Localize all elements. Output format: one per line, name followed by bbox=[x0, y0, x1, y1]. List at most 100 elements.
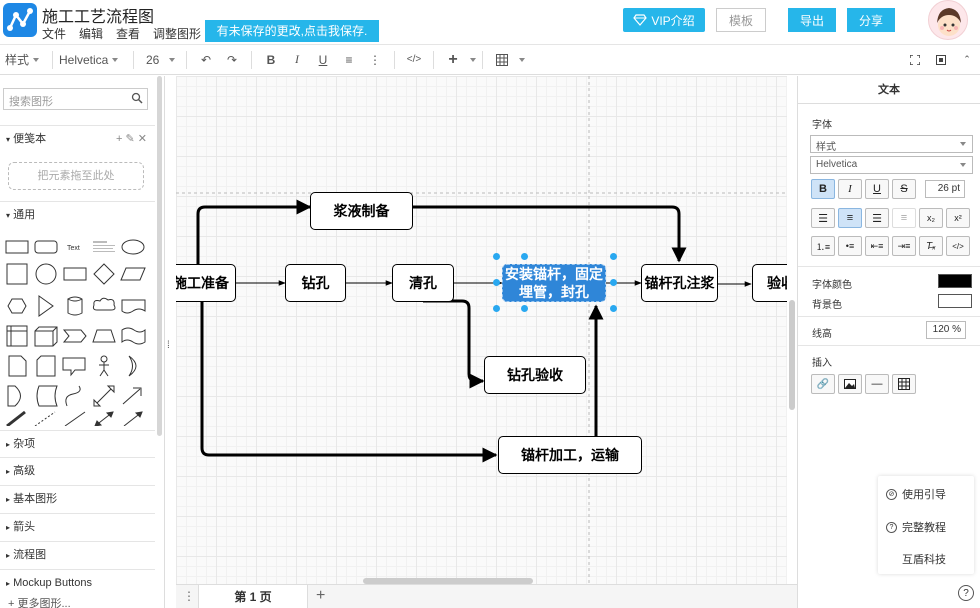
edit-icon[interactable]: ✎ bbox=[125, 133, 135, 145]
subscript-icon[interactable]: x₂ bbox=[919, 208, 943, 228]
insert-table-icon[interactable] bbox=[892, 374, 916, 394]
general-section-header[interactable]: ▾ 通用 bbox=[0, 201, 155, 227]
dashed-line-shape[interactable] bbox=[34, 411, 56, 426]
category-misc[interactable]: ▸ 杂项 bbox=[0, 430, 155, 456]
share-button[interactable]: 分享 bbox=[847, 8, 895, 32]
curve-shape[interactable] bbox=[65, 385, 81, 407]
menu-file[interactable]: 文件 bbox=[42, 27, 67, 41]
canvas-vertical-scrollbar[interactable] bbox=[789, 300, 795, 410]
document-title[interactable]: 施工工艺流程图 bbox=[42, 9, 155, 26]
code-icon[interactable]: </> bbox=[406, 54, 422, 65]
background-color-swatch[interactable] bbox=[938, 294, 972, 308]
step-shape[interactable] bbox=[62, 329, 87, 343]
resize-handle-w[interactable] bbox=[493, 279, 500, 286]
category-advanced[interactable]: ▸ 高级 bbox=[0, 457, 155, 483]
circle-shape[interactable] bbox=[35, 263, 57, 285]
category-basic-shapes[interactable]: ▸ 基本图形 bbox=[0, 485, 155, 511]
app-logo-icon[interactable] bbox=[3, 3, 37, 37]
triangle-shape[interactable] bbox=[38, 295, 54, 317]
html-code-icon[interactable]: </> bbox=[946, 236, 970, 256]
vip-button[interactable]: VIP介绍 bbox=[623, 8, 705, 32]
bullet-list-icon[interactable]: •≡ bbox=[838, 236, 862, 256]
close-icon[interactable]: ✕ bbox=[137, 133, 147, 145]
data-storage-shape[interactable] bbox=[36, 385, 58, 407]
search-icon[interactable] bbox=[131, 92, 143, 104]
text-shape[interactable]: Text bbox=[67, 245, 80, 252]
insert-link-icon[interactable]: 🔗 bbox=[811, 374, 835, 394]
line-shape[interactable] bbox=[64, 411, 86, 426]
insert-image-icon[interactable] bbox=[838, 374, 862, 394]
numbered-list-icon[interactable]: ⒈≡ bbox=[811, 236, 835, 256]
line-height-input[interactable]: 120 % bbox=[926, 321, 966, 339]
connector-prep-fabricate[interactable] bbox=[200, 302, 498, 463]
redo-icon[interactable]: ↷ bbox=[226, 52, 238, 67]
template-button[interactable]: 模板 bbox=[716, 8, 766, 32]
node-hole-cleaning[interactable]: 清孔 bbox=[392, 264, 454, 302]
arrow-shape[interactable] bbox=[122, 387, 142, 405]
page-tab-1[interactable]: 第 1 页 bbox=[198, 585, 308, 608]
unsaved-changes-banner[interactable]: 有未保存的更改,点击我保存. bbox=[205, 20, 379, 42]
font-family-dropdown[interactable]: Helvetica bbox=[59, 45, 127, 75]
sidebar-resize-handle[interactable]: ⁞ bbox=[167, 340, 170, 351]
user-guide-link[interactable]: ⊘ 使用引导 bbox=[886, 486, 946, 502]
trapezoid-shape[interactable] bbox=[92, 329, 116, 343]
strikethrough-button[interactable]: S bbox=[892, 179, 916, 199]
node-construction-prep[interactable]: 施工准备 bbox=[176, 264, 236, 302]
diagram-canvas[interactable]: 施工准备 浆液制备 钻孔 清孔 安装锚杆，固定埋管，封孔 锚杆孔注浆 验收 钻孔… bbox=[176, 76, 787, 584]
ellipse-shape[interactable] bbox=[121, 239, 145, 255]
arrow-line-shape[interactable] bbox=[123, 411, 143, 426]
resize-handle-e[interactable] bbox=[610, 279, 617, 286]
tape-shape[interactable] bbox=[121, 327, 146, 345]
actor-shape[interactable] bbox=[99, 355, 109, 377]
double-arrow-line-shape[interactable] bbox=[94, 411, 114, 426]
table-icon[interactable] bbox=[493, 51, 511, 69]
brand-link[interactable]: 互盾科技 bbox=[902, 554, 946, 566]
superscript-icon[interactable]: x² bbox=[946, 208, 970, 228]
menu-edit[interactable]: 编辑 bbox=[79, 27, 104, 41]
rounded-rectangle-shape[interactable] bbox=[34, 240, 58, 254]
format-panel-title[interactable]: 文本 bbox=[798, 76, 980, 104]
scratchpad-header[interactable]: ▾ 便笺本 + ✎ ✕ bbox=[0, 125, 155, 151]
align-icon[interactable]: ≡ bbox=[345, 52, 353, 67]
bold-icon[interactable]: B bbox=[266, 52, 276, 67]
fit-page-icon[interactable] bbox=[906, 51, 924, 69]
undo-icon[interactable]: ↶ bbox=[200, 52, 212, 67]
align-center-icon[interactable]: ≡ bbox=[838, 208, 862, 228]
resize-handle-nw[interactable] bbox=[493, 253, 500, 260]
italic-button[interactable]: I bbox=[838, 179, 862, 199]
bold-button[interactable]: B bbox=[811, 179, 835, 199]
collapse-icon[interactable]: ⌃ bbox=[963, 54, 971, 64]
text-style-select[interactable]: 样式 bbox=[810, 135, 973, 153]
user-avatar[interactable] bbox=[928, 0, 968, 40]
italic-icon[interactable]: I bbox=[295, 52, 299, 66]
resize-handle-n[interactable] bbox=[521, 253, 528, 260]
export-button[interactable]: 导出 bbox=[788, 8, 836, 32]
menu-view[interactable]: 查看 bbox=[116, 27, 141, 41]
parallelogram-shape[interactable] bbox=[120, 267, 146, 281]
menu-arrange[interactable]: 调整图形 bbox=[153, 27, 202, 41]
tutorial-link[interactable]: ? 完整教程 bbox=[886, 519, 946, 535]
delay-shape[interactable] bbox=[7, 385, 21, 407]
internal-storage-shape[interactable] bbox=[6, 325, 28, 347]
document-shape[interactable] bbox=[8, 355, 27, 377]
style-dropdown[interactable]: 样式 bbox=[0, 45, 46, 75]
wave-shape[interactable] bbox=[121, 299, 146, 314]
underline-button[interactable]: U bbox=[865, 179, 889, 199]
square-shape[interactable] bbox=[6, 263, 28, 285]
align-right-icon[interactable]: ☰ bbox=[865, 208, 889, 228]
fullscreen-icon[interactable] bbox=[932, 51, 950, 69]
clear-format-icon[interactable]: T̶ₓ bbox=[919, 236, 943, 256]
diamond-shape[interactable] bbox=[93, 263, 115, 285]
bidirectional-arrow-shape[interactable] bbox=[93, 385, 115, 407]
indent-icon[interactable]: ⇥≡ bbox=[892, 236, 916, 256]
node-hole-acceptance[interactable]: 钻孔验收 bbox=[484, 356, 586, 394]
insert-plus-icon[interactable]: + bbox=[448, 50, 458, 68]
node-anchor-fabrication[interactable]: 锚杆加工，运输 bbox=[498, 436, 642, 474]
node-drilling[interactable]: 钻孔 bbox=[285, 264, 346, 302]
category-flowchart[interactable]: ▸ 流程图 bbox=[0, 541, 155, 567]
shape-search-input[interactable]: 搜索图形 bbox=[3, 88, 148, 110]
more-shapes-link[interactable]: + 更多图形... bbox=[8, 595, 71, 608]
font-color-swatch[interactable] bbox=[938, 274, 972, 288]
add-icon[interactable]: + bbox=[116, 133, 123, 145]
node-install-anchor[interactable]: 安装锚杆，固定埋管，封孔 bbox=[502, 264, 606, 302]
